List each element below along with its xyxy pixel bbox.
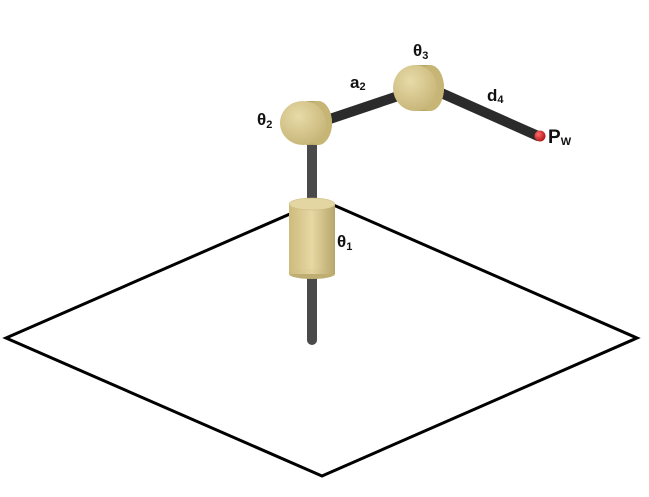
joint-theta1-cylinder — [288, 197, 336, 279]
joint-theta3 — [393, 65, 444, 111]
label-theta3: θ3 — [413, 41, 428, 62]
label-pw: PW — [548, 127, 572, 148]
label-d4: d4 — [487, 86, 504, 106]
label-theta1: θ1 — [337, 232, 352, 253]
label-a2: a2 — [350, 73, 366, 93]
joint-theta2 — [280, 101, 332, 145]
label-theta2: θ2 — [257, 110, 272, 131]
link-d4 — [425, 83, 543, 141]
ground-plane — [2, 198, 641, 478]
end-effector-pw — [534, 130, 546, 142]
